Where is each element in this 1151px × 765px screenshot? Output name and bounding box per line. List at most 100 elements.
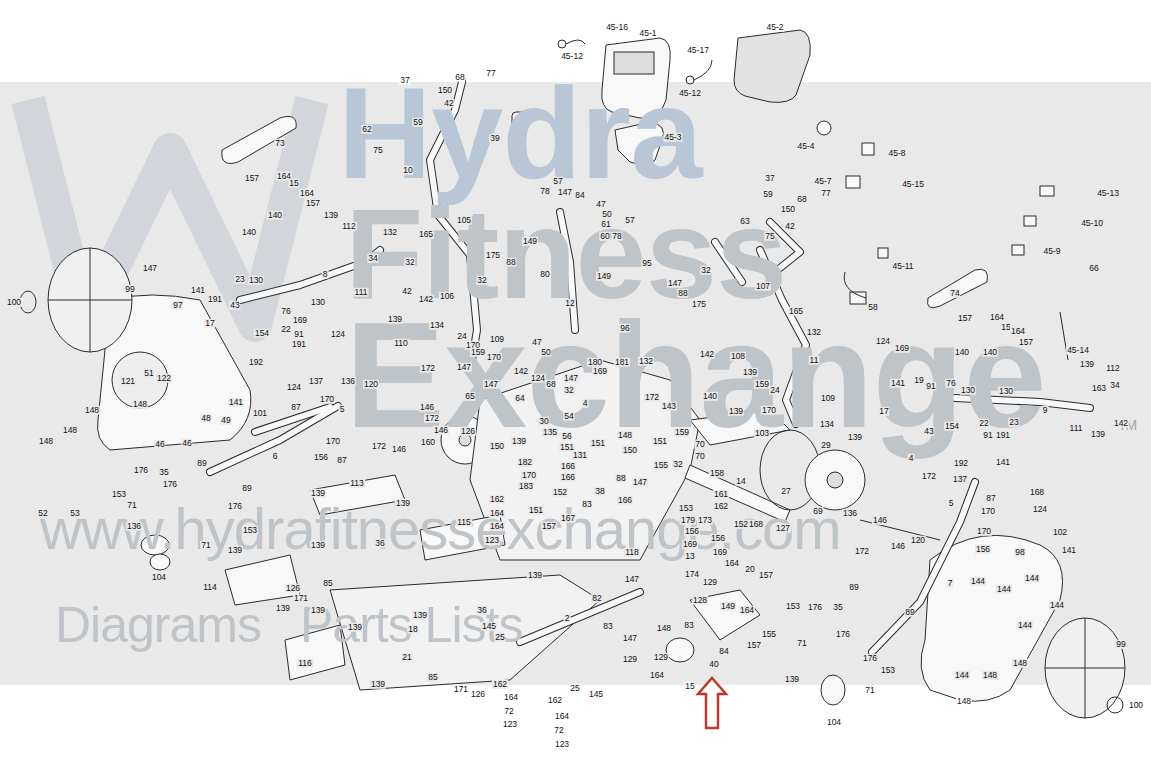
callout-number: 172	[854, 547, 870, 556]
part-shapes	[20, 30, 1125, 718]
callout-number: 165	[788, 307, 804, 316]
callout-number: 145	[588, 690, 604, 699]
callout-number: 9	[1042, 406, 1049, 415]
callout-number: 164	[299, 189, 315, 198]
callout-number: 15	[288, 179, 299, 188]
callout-number: 61	[600, 220, 611, 229]
callout-number: 139	[1079, 360, 1095, 369]
callout-number: 147	[563, 374, 579, 383]
callout-number: 170	[319, 395, 335, 404]
callout-number: 166	[560, 473, 576, 482]
callout-number: 144	[1049, 601, 1065, 610]
callout-number: 129	[622, 655, 638, 664]
callout-number: 150	[622, 446, 638, 455]
callout-number: 161	[713, 490, 729, 499]
callout-number: 140	[267, 211, 283, 220]
callout-number: 15	[684, 682, 695, 691]
callout-number: 98	[1014, 548, 1025, 557]
callout-number: 160	[420, 438, 436, 447]
callout-number: 141	[995, 458, 1011, 467]
callout-number: 95	[641, 259, 652, 268]
callout-number: 134	[819, 420, 835, 429]
callout-number: 42	[401, 287, 412, 296]
callout-number: 164	[989, 313, 1005, 322]
callout-number: 169	[682, 540, 698, 549]
board	[1040, 186, 1054, 196]
callout-number: 56	[561, 432, 572, 441]
callout-number: 46	[154, 440, 165, 449]
callout-number: 124	[875, 337, 891, 346]
callout-number: 88	[505, 258, 516, 267]
callout-number: 34	[367, 254, 378, 263]
callout-number: 6	[272, 452, 279, 461]
callout-number: 144	[954, 671, 970, 680]
knob	[558, 40, 566, 48]
callout-number: 5	[948, 499, 955, 508]
callout-number: 34	[1109, 381, 1120, 390]
callout-number: 43	[923, 427, 934, 436]
callout-number: 110	[393, 339, 409, 348]
callout-number: 141	[890, 379, 906, 388]
callout-number: 24	[456, 332, 467, 341]
board	[1024, 216, 1036, 226]
callout-number: 139	[527, 571, 543, 580]
callout-number: 48	[200, 414, 211, 423]
callout-number: 148	[84, 406, 100, 415]
callout-number: 85	[427, 673, 438, 682]
callout-number: 126	[285, 584, 301, 593]
callout-number: 72	[503, 707, 514, 716]
callout-number: 51	[143, 369, 154, 378]
callout-number: 27	[780, 487, 791, 496]
callout-number: 20	[744, 565, 755, 574]
callout-number: 132	[806, 328, 822, 337]
callout-number: 37	[399, 76, 410, 85]
callout-number: 164	[554, 712, 570, 721]
red-arrow	[698, 678, 726, 728]
callout-number: 23	[234, 275, 245, 284]
callout-number: 59	[762, 190, 773, 199]
callout-number: 140	[982, 348, 998, 357]
watermark-text: Diagrams	[55, 600, 261, 650]
callout-number: 172	[921, 472, 937, 481]
callout-number: 100	[6, 298, 22, 307]
callout-number: 32	[700, 266, 711, 275]
callout-number: 147	[483, 380, 499, 389]
callout-number: 149	[720, 602, 736, 611]
callout-number: 148	[38, 437, 54, 446]
callout-number: 137	[952, 475, 968, 484]
callout-number: 139	[511, 437, 527, 446]
callout-number: 23	[1008, 418, 1019, 427]
callout-number: 139	[412, 611, 428, 620]
callout-number: 148	[656, 624, 672, 633]
callout-number: 153	[678, 504, 694, 513]
callout-number: 141	[1061, 546, 1077, 555]
callout-number: 176	[133, 466, 149, 475]
callout-number: 135	[542, 428, 558, 437]
callout-number: 171	[453, 685, 469, 694]
callout-number: 96	[619, 324, 630, 333]
callout-number: 65	[464, 392, 475, 401]
callout-number: 169	[712, 548, 728, 557]
callout-number: 140	[954, 348, 970, 357]
board	[1012, 245, 1024, 255]
callout-number: 151	[528, 506, 544, 515]
callout-number: 170	[980, 507, 996, 516]
callout-number: 82	[591, 594, 602, 603]
callout-number: 39	[489, 134, 500, 143]
callout-number: 145	[481, 622, 497, 631]
callout-number: 5	[339, 405, 346, 414]
callout-number: 146	[872, 516, 888, 525]
callout-number: 10	[402, 166, 413, 175]
callout-number: 45-15	[901, 180, 925, 189]
callout-number: 157	[957, 314, 973, 323]
callout-number: 176	[227, 502, 243, 511]
callout-number: 157	[758, 571, 774, 580]
callout-number: 164	[649, 671, 665, 680]
callout-number: 147	[142, 264, 158, 273]
callout-number: 124	[286, 383, 302, 392]
callout-number: 87	[336, 456, 347, 465]
callout-number: 139	[227, 546, 243, 555]
callout-number: 101	[252, 409, 268, 418]
callout-number: 140	[702, 392, 718, 401]
callout-number: 157	[1018, 338, 1034, 347]
